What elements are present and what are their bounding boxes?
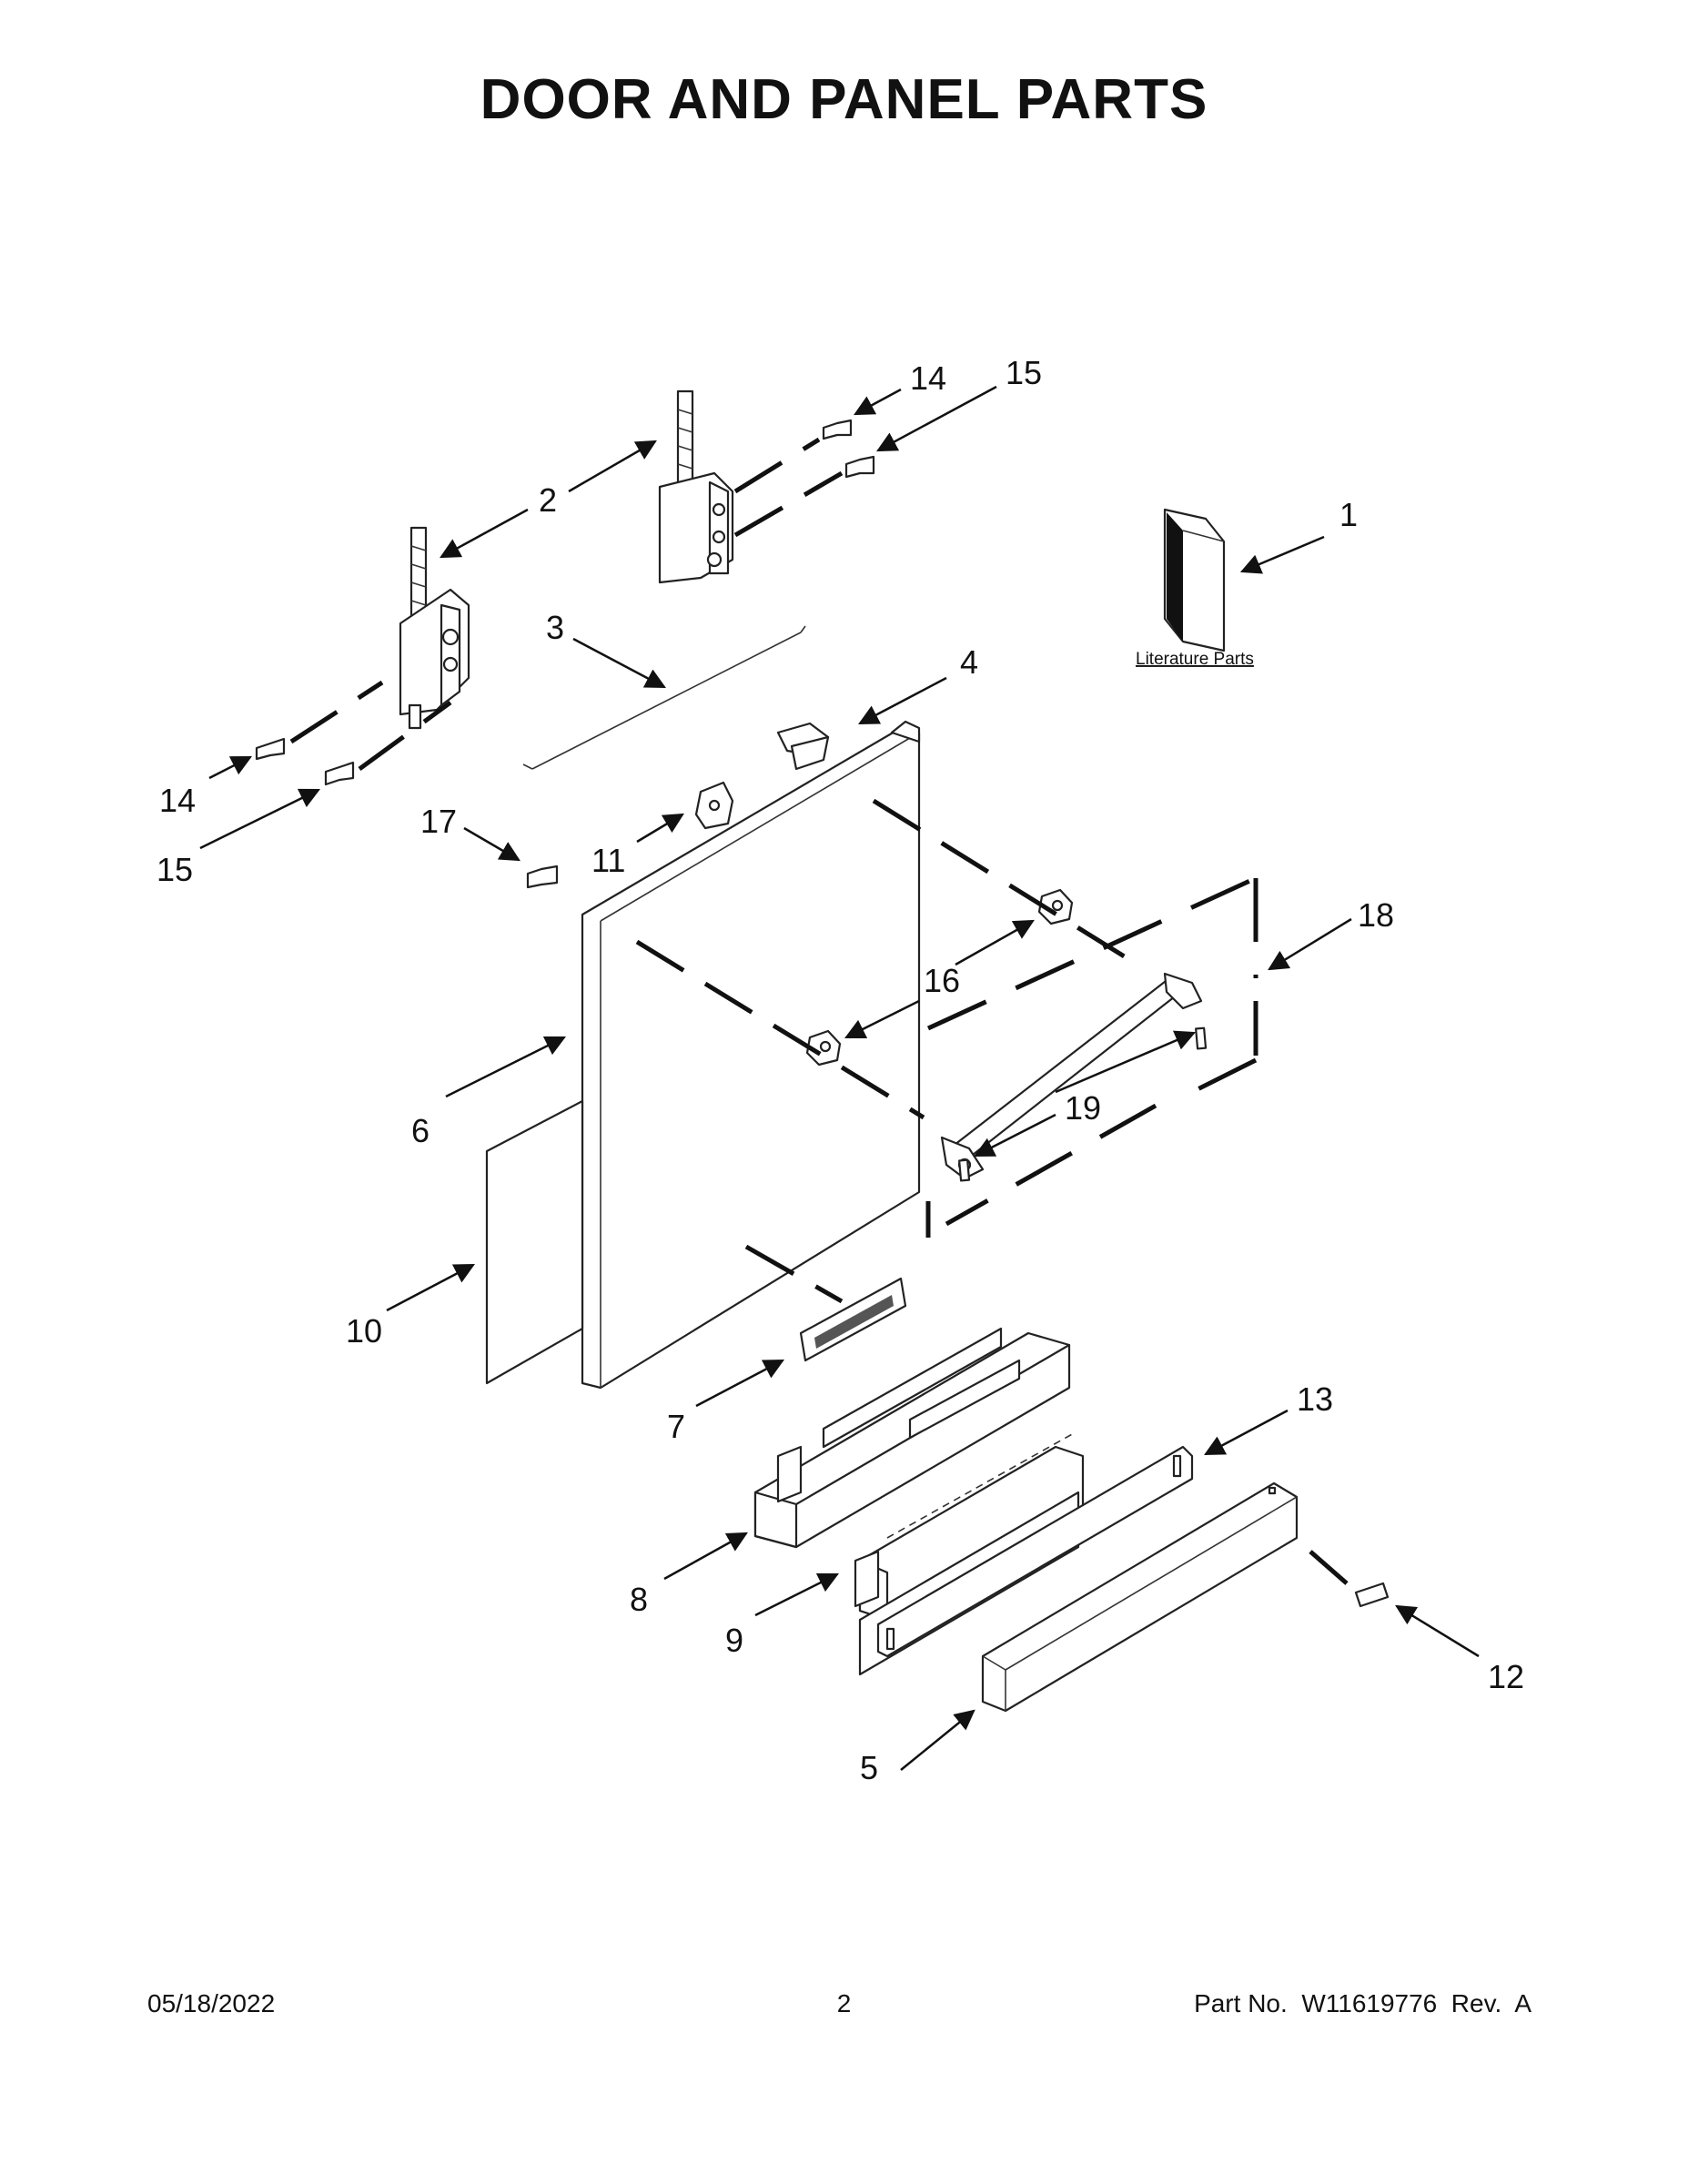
leader-arrow-18 xyxy=(1268,917,1352,971)
leader-arrow-1 xyxy=(1239,535,1325,574)
footer-date: 05/18/2022 xyxy=(147,1989,276,2017)
callout-15-top: 15 xyxy=(1006,354,1042,391)
callout-13: 13 xyxy=(1297,1380,1333,1418)
assembly-line xyxy=(872,798,1139,967)
assembly-line xyxy=(1309,1550,1349,1585)
door-panel-part xyxy=(581,720,921,1390)
screw-14-left xyxy=(255,737,286,761)
screw-17 xyxy=(526,864,559,889)
right-hinge-part xyxy=(658,389,734,584)
assembly-line xyxy=(635,939,925,1120)
leader-arrow-11 xyxy=(636,813,684,844)
leader-arrow-7 xyxy=(695,1359,784,1408)
callout-8: 8 xyxy=(630,1581,648,1618)
leader-arrow-15b xyxy=(199,788,321,850)
leader-arrow-12 xyxy=(1395,1604,1480,1658)
badge-part xyxy=(799,1277,907,1362)
latch-part xyxy=(694,781,734,830)
leader-arrow-2a xyxy=(568,440,657,493)
callout-2: 2 xyxy=(539,481,557,519)
callout-12: 12 xyxy=(1488,1658,1524,1695)
callout-9: 9 xyxy=(725,1622,743,1659)
callout-11: 11 xyxy=(591,842,625,879)
handle-mount-upper xyxy=(1037,888,1074,925)
callout-16: 16 xyxy=(924,962,960,999)
assembly-line xyxy=(733,437,821,494)
leader-arrow-3 xyxy=(572,637,666,689)
bottom-rail-part xyxy=(981,1481,1299,1713)
callout-4: 4 xyxy=(960,643,978,681)
leader-arrow-16a xyxy=(955,919,1035,966)
callout-1: 1 xyxy=(1339,496,1358,533)
strip-part xyxy=(876,1445,1194,1658)
leader-arrow-8 xyxy=(663,1532,748,1581)
screw-15-left xyxy=(324,761,355,786)
handle-mount-lower xyxy=(805,1029,842,1067)
callout-15-left: 15 xyxy=(157,851,193,888)
leader-arrow-15a xyxy=(876,385,997,452)
callout-14-top: 14 xyxy=(910,359,946,397)
leader-arrow-14a xyxy=(854,388,902,416)
left-hinge-part xyxy=(399,526,470,730)
assembly-line xyxy=(358,700,452,772)
callout-6: 6 xyxy=(411,1112,430,1149)
callout-5: 5 xyxy=(860,1749,878,1786)
leader-arrow-4 xyxy=(858,676,947,725)
liner-sheet-part xyxy=(485,1099,584,1385)
leader-arrow-5 xyxy=(900,1709,975,1771)
leader-arrow-2b xyxy=(440,508,529,559)
footer-part-number: Part No. W11619776 Rev. A xyxy=(1194,1989,1531,2017)
literature-book-part xyxy=(1163,508,1226,652)
leader-arrow-19a xyxy=(1055,1030,1197,1094)
leader-arrow-13 xyxy=(1204,1409,1289,1456)
literature-parts-label: Literature Parts xyxy=(1136,650,1254,669)
callout-17: 17 xyxy=(420,803,457,840)
leader-arrow-6 xyxy=(445,1036,567,1098)
assembly-line xyxy=(733,470,844,538)
assembly-line xyxy=(744,1244,844,1304)
screw-14-right xyxy=(822,419,853,440)
leader-arrow-16b xyxy=(844,999,920,1039)
leader-arrow-9 xyxy=(754,1572,840,1617)
leader-arrow-14b xyxy=(208,755,253,780)
screw-12 xyxy=(1354,1582,1390,1608)
page-title: DOOR AND PANEL PARTS xyxy=(480,68,1208,131)
bracket-part xyxy=(776,722,830,771)
lower-block-part-8 xyxy=(753,1327,1071,1549)
leader-arrow-19b xyxy=(973,1113,1056,1158)
callout-3: 3 xyxy=(546,609,564,646)
callout-14-left: 14 xyxy=(159,782,196,819)
callout-18: 18 xyxy=(1358,896,1394,934)
handle-part xyxy=(940,972,1208,1182)
callout-7: 7 xyxy=(667,1408,685,1445)
screw-15-right xyxy=(844,455,875,479)
callout-10: 10 xyxy=(346,1312,382,1350)
leader-arrow-17 xyxy=(463,826,521,862)
assembly-line xyxy=(289,680,384,744)
handle-kit-outline xyxy=(925,875,1258,1238)
footer-page-number: 2 xyxy=(836,1989,852,2017)
callout-19: 19 xyxy=(1065,1089,1101,1127)
rod-part xyxy=(522,625,806,770)
leader-arrow-10 xyxy=(386,1263,475,1312)
